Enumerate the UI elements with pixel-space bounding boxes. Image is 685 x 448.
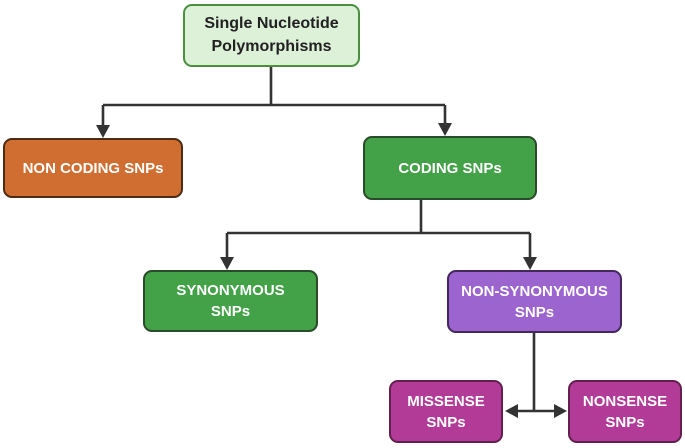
node-label: NON-SYNONYMOUS SNPs — [461, 282, 608, 321]
node-label: CODING SNPs — [398, 159, 502, 177]
node-label: NON CODING SNPs — [22, 159, 164, 177]
arrow-down-icon — [96, 125, 110, 138]
node-label: NONSENSE SNPs — [582, 392, 668, 431]
arrow-right-icon — [554, 404, 567, 418]
node-non-synonymous-snps: NON-SYNONYMOUS SNPs — [447, 270, 622, 333]
node-label: SYNONYMOUS SNPs — [176, 282, 285, 320]
node-missense-snps: MISSENSE SNPs — [389, 380, 503, 443]
node-nonsense-snps: NONSENSE SNPs — [568, 380, 682, 443]
arrow-down-icon — [438, 123, 452, 136]
connector-root-to-children — [96, 67, 452, 138]
node-non-coding-snps: NON CODING SNPs — [3, 138, 183, 198]
arrow-down-icon — [523, 257, 537, 270]
node-label: MISSENSE SNPs — [407, 392, 485, 431]
arrow-down-icon — [220, 257, 234, 270]
connector-nonsynonymous-to-children — [505, 333, 567, 418]
arrow-left-icon — [505, 404, 518, 418]
node-label: Single Nucleotide Polymorphisms — [204, 15, 339, 55]
node-coding-snps: CODING SNPs — [363, 136, 537, 200]
node-synonymous-snps: SYNONYMOUS SNPs — [143, 270, 318, 332]
connector-coding-to-children — [220, 200, 537, 270]
node-single-nucleotide-polymorphisms: Single Nucleotide Polymorphisms — [183, 4, 360, 67]
